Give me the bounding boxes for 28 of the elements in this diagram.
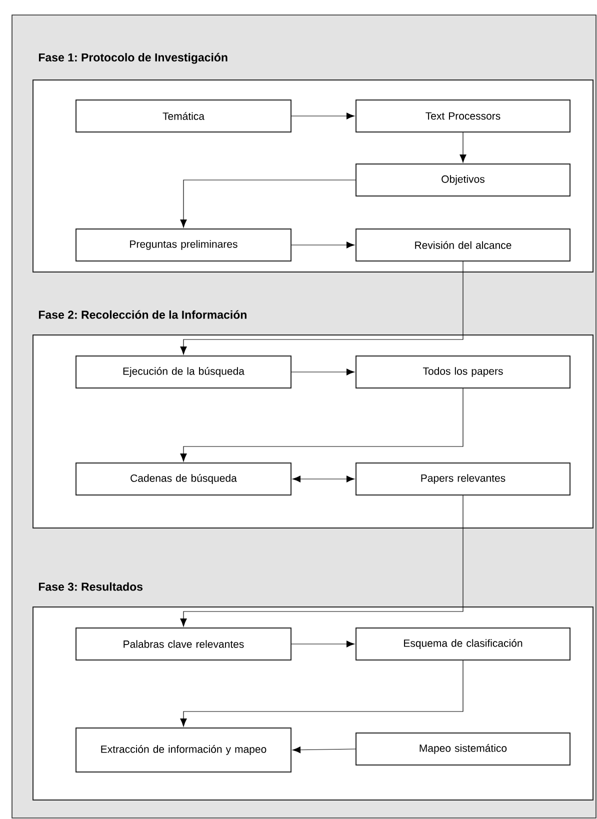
arrow xyxy=(291,640,355,648)
process-box: Text Processors xyxy=(356,100,570,132)
arrow xyxy=(292,476,355,482)
arrow xyxy=(292,746,356,754)
arrow xyxy=(291,112,355,120)
arrow xyxy=(180,388,464,462)
process-box: Todos los papers xyxy=(356,356,570,388)
process-box: Mapeo sistemático xyxy=(356,732,570,766)
process-box: Preguntas preliminares xyxy=(76,228,292,262)
process-box: Extracción de información y mapeo xyxy=(76,728,292,772)
process-box: Ejecución de la búsqueda xyxy=(76,356,292,388)
process-box: Temática xyxy=(76,100,292,132)
arrow xyxy=(180,495,464,627)
arrow xyxy=(291,242,355,248)
arrow xyxy=(180,261,464,355)
arrow xyxy=(180,660,464,727)
process-box: Papers relevantes xyxy=(356,462,570,496)
node-label: Fase 2: Recolección de la Información xyxy=(38,310,246,319)
arrow xyxy=(460,132,466,163)
node-label: Fase 1: Protocolo de Investigación xyxy=(38,52,228,64)
arrow xyxy=(180,180,356,228)
process-box: Esquema de clasificación xyxy=(356,628,570,660)
process-box: Palabras clave relevantes xyxy=(76,628,292,660)
process-box: Revisión del alcance xyxy=(356,228,570,262)
arrow xyxy=(291,368,355,376)
process-box: Objetivos xyxy=(356,164,570,196)
node-label: Fase 3: Resultados xyxy=(38,582,143,591)
process-box: Cadenas de búsqueda xyxy=(76,462,292,496)
